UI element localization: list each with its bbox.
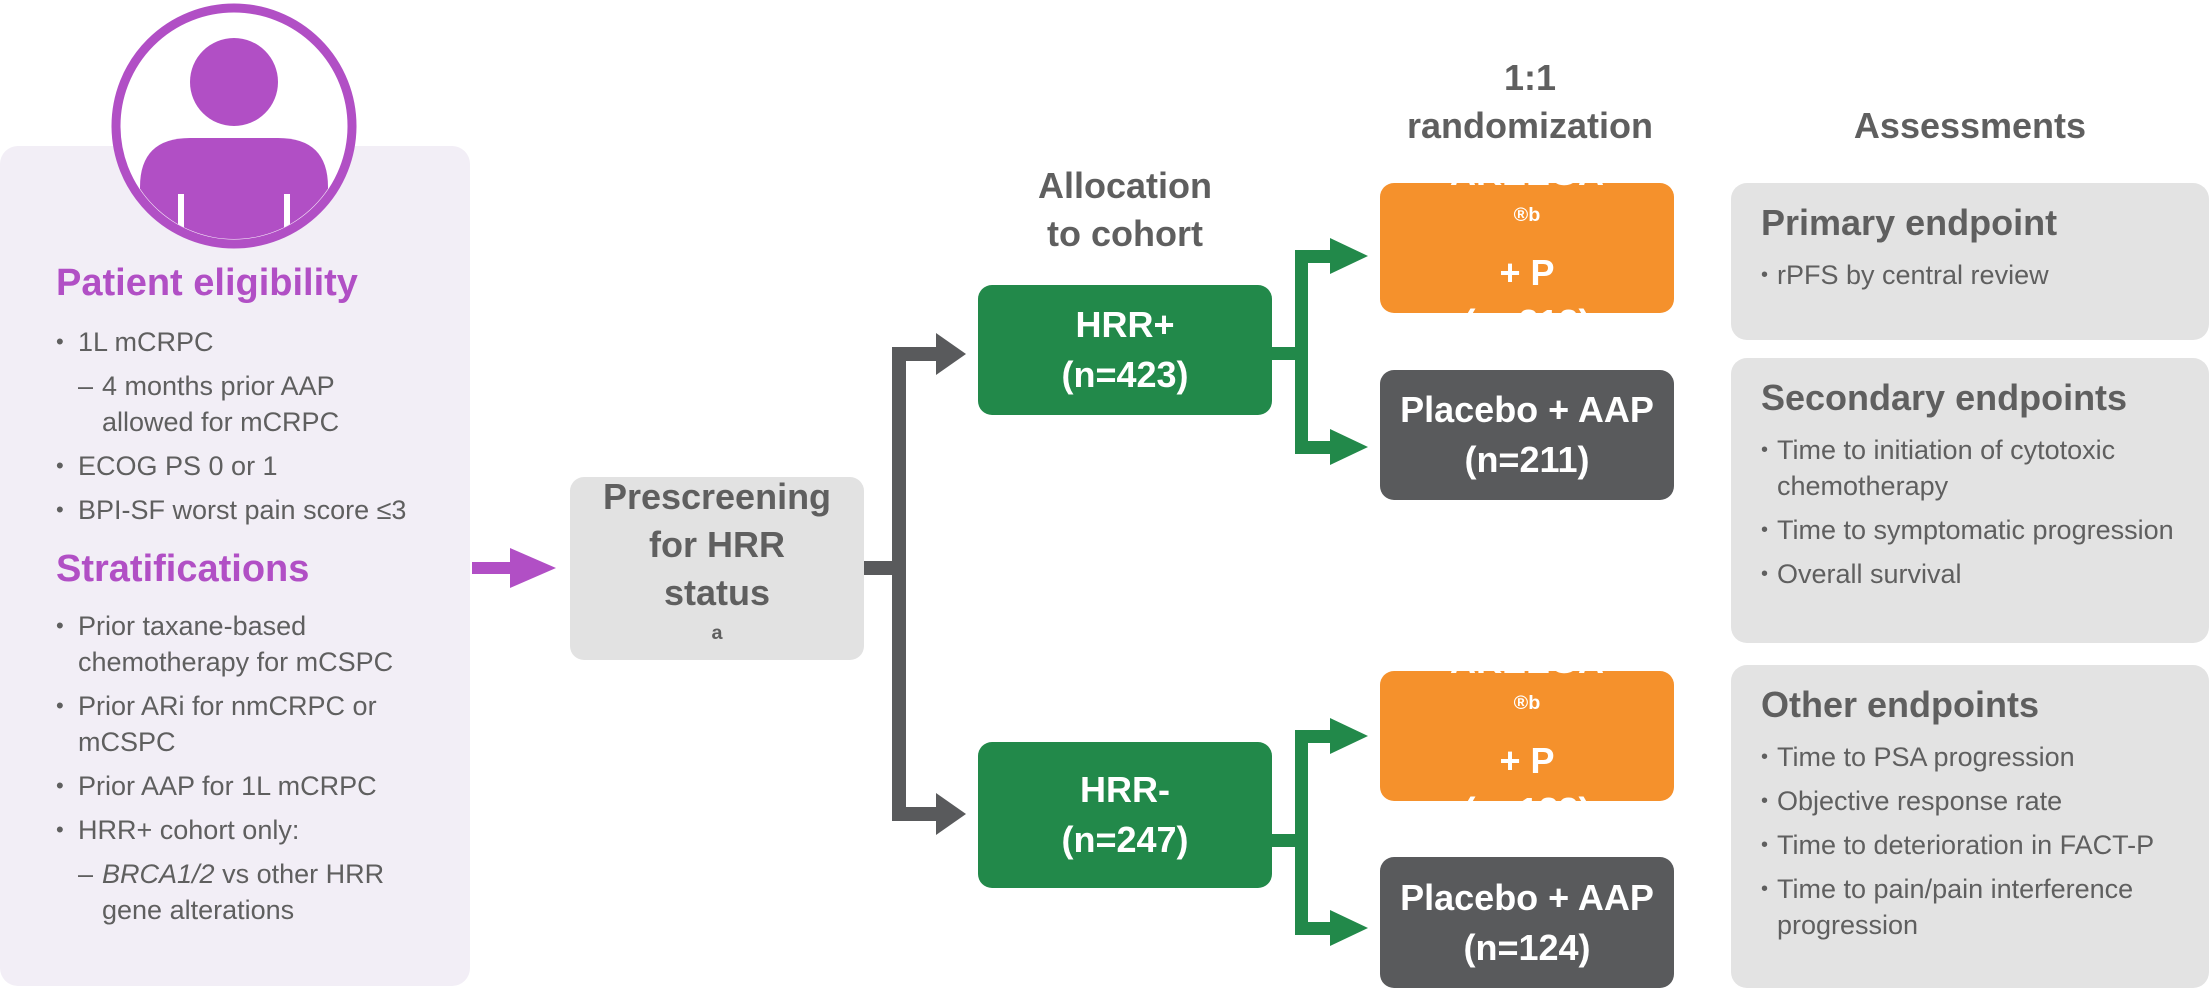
other-endpoints-panel: Other endpoints Time to PSA progression …: [1731, 665, 2209, 988]
list-item: HRR+ cohort only:: [56, 812, 416, 848]
list-item: Prior ARi for nmCRPC or mCSPC: [56, 688, 416, 760]
cohort-label: HRR-: [1080, 769, 1170, 810]
stratifications-list: Prior taxane-based chemotherapy for mCSP…: [56, 608, 416, 936]
hrr-pos-placebo-arm: Placebo + AAP (n=211): [1380, 370, 1674, 500]
list-item: Prior taxane-based chemotherapy for mCSP…: [56, 608, 416, 680]
secondary-endpoints-panel: Secondary endpoints Time to initiation o…: [1731, 358, 2209, 643]
hrr-positive-cohort-box: HRR+ (n=423): [978, 285, 1272, 415]
arm-suffix: + P: [1499, 740, 1555, 781]
patient-avatar-icon: [111, 3, 357, 249]
assessments-header: Assessments: [1853, 105, 2087, 146]
randomization-header: 1:1 randomization: [1380, 54, 1680, 150]
hrr-neg-placebo-arm: Placebo + AAP (n=124): [1380, 857, 1674, 988]
arm-label: Placebo + AAP: [1400, 876, 1654, 918]
eligibility-arrow: [472, 548, 556, 588]
hrr-pos-split-connector: [1270, 238, 1368, 465]
panel-title: Secondary endpoints: [1761, 377, 2128, 418]
arm-count: (n=212): [1463, 302, 1591, 343]
panel-title: Primary endpoint: [1761, 202, 2058, 243]
header-line: randomization: [1406, 105, 1653, 146]
arm-label: AKEEGA ®b + P: [1450, 636, 1604, 786]
hrr-neg-akeega-arm: AKEEGA ®b + P (n=123): [1380, 640, 1674, 831]
arm-suffix: + P: [1499, 252, 1555, 293]
footnote-marker: a: [711, 621, 723, 644]
prescreen-split-connector: [864, 333, 966, 835]
cohort-count: (n=423): [1061, 354, 1189, 395]
list-item: Prior AAP for 1L mCRPC: [56, 768, 416, 804]
list-item: Time to initiation of cytotoxic chemothe…: [1761, 432, 2183, 504]
list-item: Overall survival: [1761, 556, 2183, 592]
drug-name: AKEEGA: [1449, 152, 1605, 193]
list-item: Time to deterioration in FACT-P: [1761, 827, 2183, 863]
prescreen-status-text: status: [663, 571, 771, 613]
footnote-marker: ®b: [1513, 204, 1541, 227]
list-item: rPFS by central review: [1761, 257, 2183, 293]
list-item: BPI-SF worst pain score ≤3: [56, 492, 416, 528]
list-item: Time to pain/pain interference progressi…: [1761, 871, 2183, 943]
prescreen-line: for HRR: [649, 523, 785, 565]
list-item: Time to PSA progression: [1761, 739, 2183, 775]
primary-endpoint-panel: Primary endpoint rPFS by central review: [1731, 183, 2209, 340]
list-item: Objective response rate: [1761, 783, 2183, 819]
prescreen-line: Prescreening: [602, 475, 832, 517]
gene-name: BRCA1/2: [102, 859, 215, 889]
arm-label: AKEEGA ®b + P: [1450, 148, 1604, 298]
list-item: 4 months prior AAP allowed for mCRPC: [56, 368, 416, 440]
hrr-neg-split-connector: [1270, 718, 1368, 946]
prescreen-line: status a: [664, 569, 770, 665]
drug-name: AKEEGA: [1449, 640, 1605, 681]
arm-label: Placebo + AAP: [1400, 389, 1654, 430]
arm-count: (n=123): [1463, 790, 1591, 831]
eligibility-title: Patient eligibility: [56, 262, 358, 304]
footnote-marker: ®b: [1513, 692, 1541, 715]
list-item: ECOG PS 0 or 1: [56, 448, 416, 484]
list-item-text: vs other HRR gene alterations: [102, 859, 385, 925]
eligibility-list: 1L mCRPC 4 months prior AAP allowed for …: [56, 324, 416, 536]
hrr-pos-akeega-arm: AKEEGA ®b + P (n=212): [1380, 152, 1674, 343]
panel-title: Other endpoints: [1761, 684, 2039, 725]
cohort-label: HRR+: [1075, 304, 1175, 345]
list-item: 1L mCRPC: [56, 324, 416, 360]
list-item: BRCA1/2 vs other HRR gene alterations: [56, 856, 416, 928]
header-line: to cohort: [1047, 213, 1203, 254]
prescreening-box: Prescreening for HRR status a: [570, 476, 864, 660]
allocation-header: Allocation to cohort: [990, 162, 1260, 258]
header-line: 1:1: [1503, 57, 1557, 98]
hrr-negative-cohort-box: HRR- (n=247): [978, 742, 1272, 888]
arm-count: (n=211): [1464, 439, 1590, 480]
arm-count: (n=124): [1463, 926, 1591, 968]
header-line: Allocation: [1037, 165, 1212, 206]
stratifications-title: Stratifications: [56, 548, 310, 590]
list-item: Time to symptomatic progression: [1761, 512, 2183, 548]
cohort-count: (n=247): [1061, 819, 1189, 860]
